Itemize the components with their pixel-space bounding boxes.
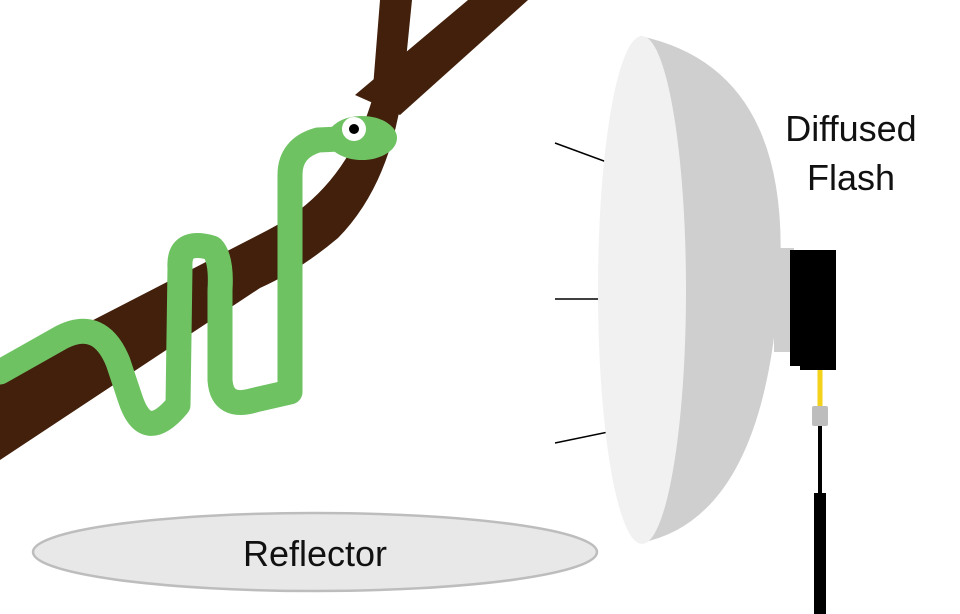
snake-pupil [349, 124, 359, 134]
diffuser-face [598, 36, 686, 544]
snake [0, 116, 397, 436]
snake-body [0, 125, 375, 436]
cable-connector [812, 406, 828, 426]
flash-mount-block [800, 340, 836, 370]
branch-trunk [0, 0, 412, 460]
diffuser [598, 36, 794, 544]
branch-fork [355, 0, 528, 115]
stand-pole-lower [814, 493, 826, 614]
label-reflector: Reflector [243, 533, 387, 574]
label-diffused: Diffused [785, 108, 916, 149]
flash-unit [790, 250, 836, 614]
diffuser-mount [774, 248, 794, 352]
reflector-disc [31, 511, 599, 593]
label-flash: Flash [807, 157, 895, 198]
